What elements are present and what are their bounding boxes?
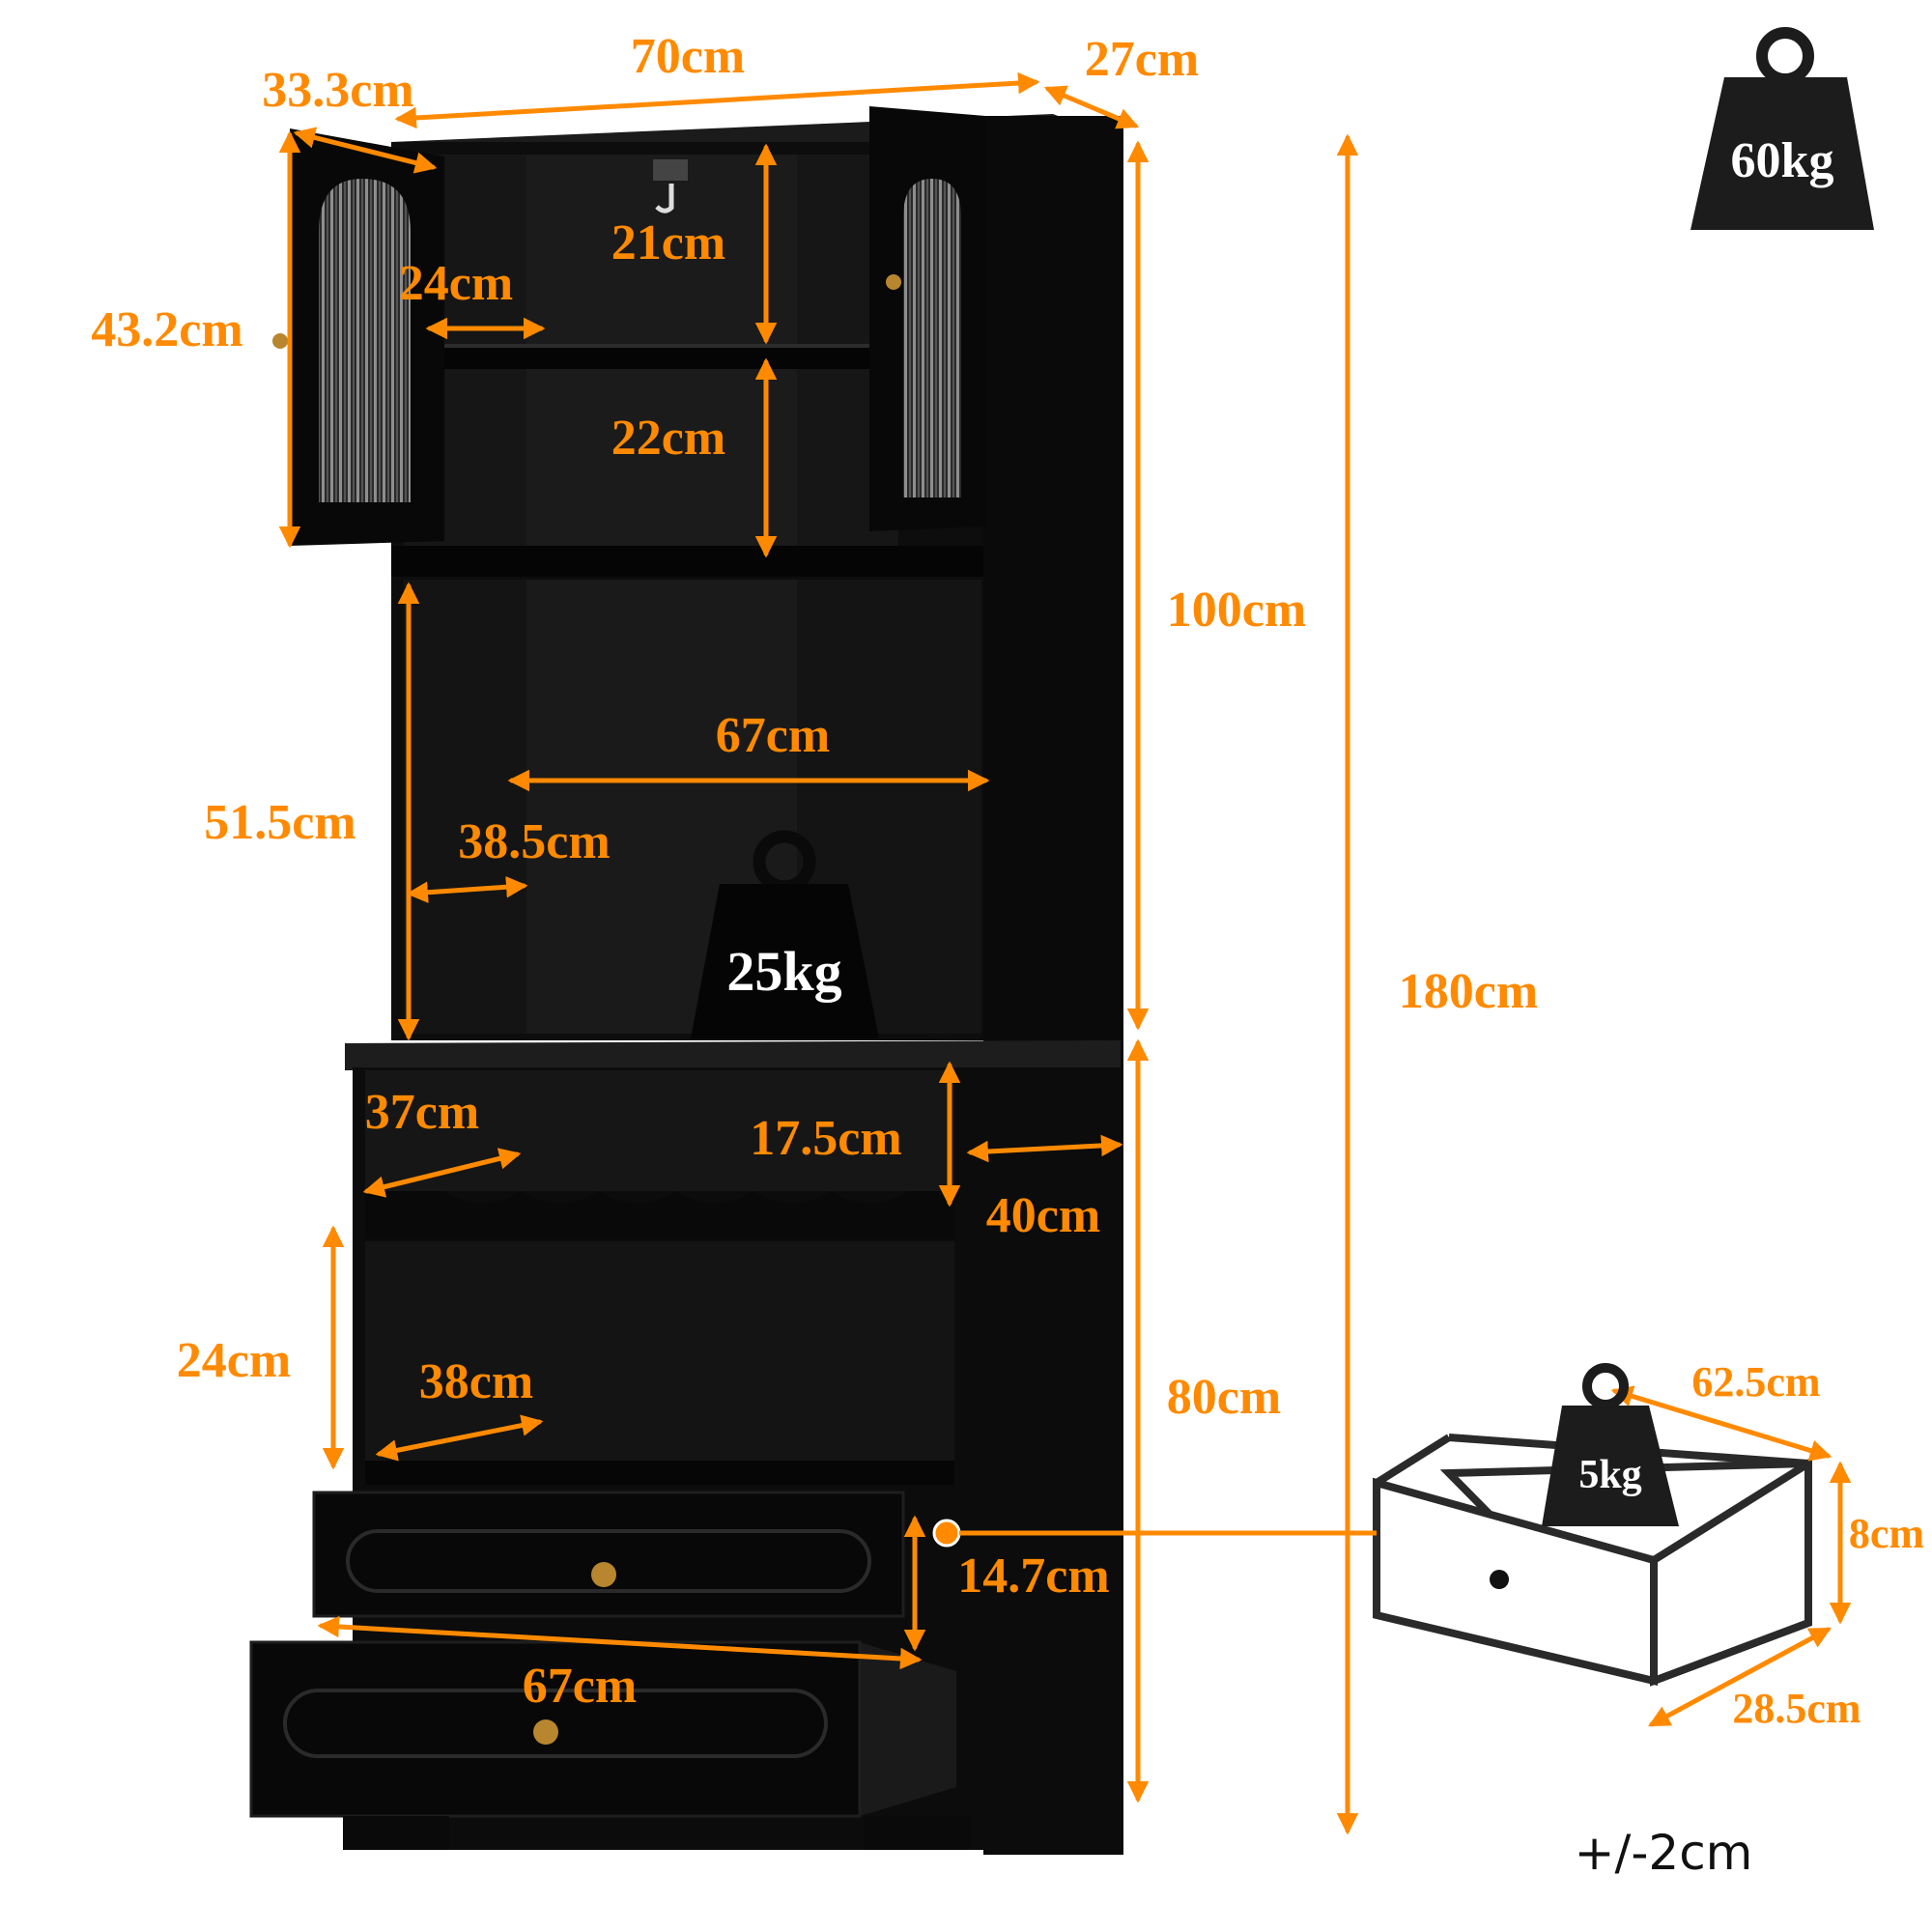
label-drawer-inner-depth: 62.5cm: [1691, 1358, 1820, 1406]
label-drawer-inner-height: 8cm: [1849, 1510, 1924, 1557]
upper-cabinet-bottom: [391, 546, 983, 577]
top-drawer-front: [312, 1491, 905, 1618]
arrow-door-width: [293, 127, 438, 174]
right-door-glass: [903, 179, 961, 497]
arrow-drawer-width: [317, 1615, 923, 1670]
label-upper-section-height: 100cm: [1167, 582, 1306, 638]
left-door-knob: [272, 333, 288, 349]
label-base-depth: 40cm: [986, 1188, 1100, 1243]
arrow-drawer-inner-width: [1648, 1627, 1832, 1727]
arrow-base-depth: [966, 1134, 1123, 1163]
label-upper-top-height: 21cm: [611, 215, 725, 270]
arrow-depth: [1043, 85, 1140, 129]
upper-shelf: [440, 344, 869, 369]
weight-icon-60kg: 60kg: [1690, 27, 1874, 230]
bottom-drawer-knob: [533, 1719, 558, 1745]
label-base-height: 80cm: [1167, 1370, 1281, 1425]
label-open-shelf-height: 51.5cm: [204, 795, 355, 850]
drawer-detail-marker: [932, 1519, 961, 1548]
drawer-box-back-top: [1374, 1434, 1452, 1487]
label-wine-rack-height: 17.5cm: [750, 1111, 901, 1166]
bottom-drawer-sides: [860, 1642, 956, 1816]
label-door-height: 43.2cm: [91, 302, 242, 357]
upper-shelf-edge: [440, 344, 869, 348]
cabinet-foot-right: [865, 1816, 971, 1850]
label-drawer-inner-width: 28.5cm: [1732, 1685, 1861, 1732]
top-drawer-panel: [346, 1529, 871, 1593]
hanger-hook: [655, 184, 674, 213]
arrow-open-shelf-depth: [406, 876, 528, 903]
label-total-height: 180cm: [1399, 964, 1538, 1019]
weight-shelf-capacity: 25kg: [726, 940, 841, 1003]
label-door-width: 33.3cm: [262, 63, 413, 118]
label-upper-bottom-height: 22cm: [611, 411, 725, 466]
hanger-bracket: [653, 159, 688, 181]
arrow-lower-shelf-depth: [375, 1414, 544, 1462]
dimension-arrows: [278, 71, 1852, 1835]
arrow-drawer-inner-depth: [1610, 1385, 1833, 1462]
weight-drawer-capacity: 5kg: [1578, 1453, 1641, 1497]
cabinet-foot-left: [343, 1816, 449, 1850]
weight-total-capacity: 60kg: [1731, 133, 1834, 188]
arrow-wine-rack-depth: [362, 1148, 522, 1198]
label-open-shelf-width: 67cm: [716, 708, 830, 763]
label-lower-shelf-depth: 38cm: [419, 1354, 533, 1409]
weight-icon-5kg: 5kg: [1542, 1363, 1679, 1526]
arrow-overall-width: [394, 71, 1040, 129]
dimension-labels: 70cm 27cm 33.3cm 43.2cm 24cm 21cm 22cm 1…: [91, 29, 1924, 1732]
left-door-glass: [319, 179, 411, 502]
lower-shelf-floor: [365, 1461, 954, 1485]
label-overall-width: 70cm: [631, 29, 745, 84]
base-top: [345, 1040, 1121, 1070]
label-lower-shelf-height: 24cm: [177, 1333, 291, 1388]
tolerance-note: +/-2cm: [1575, 1825, 1753, 1881]
label-depth: 27cm: [1085, 32, 1199, 87]
label-drawer-width: 67cm: [523, 1659, 637, 1714]
right-door-knob: [886, 274, 901, 290]
drawer-box-knob-hole: [1490, 1570, 1509, 1589]
label-upper-shelf-depth: 24cm: [399, 256, 513, 311]
label-open-shelf-depth: 38.5cm: [458, 814, 610, 869]
weight-icon-25kg: 25kg: [691, 830, 879, 1038]
top-drawer-knob: [591, 1562, 616, 1587]
label-wine-rack-depth: 37cm: [365, 1085, 479, 1140]
bottom-drawer-panel: [283, 1689, 828, 1758]
label-drawer-height: 14.7cm: [957, 1548, 1109, 1604]
wine-rack: [365, 1191, 954, 1239]
